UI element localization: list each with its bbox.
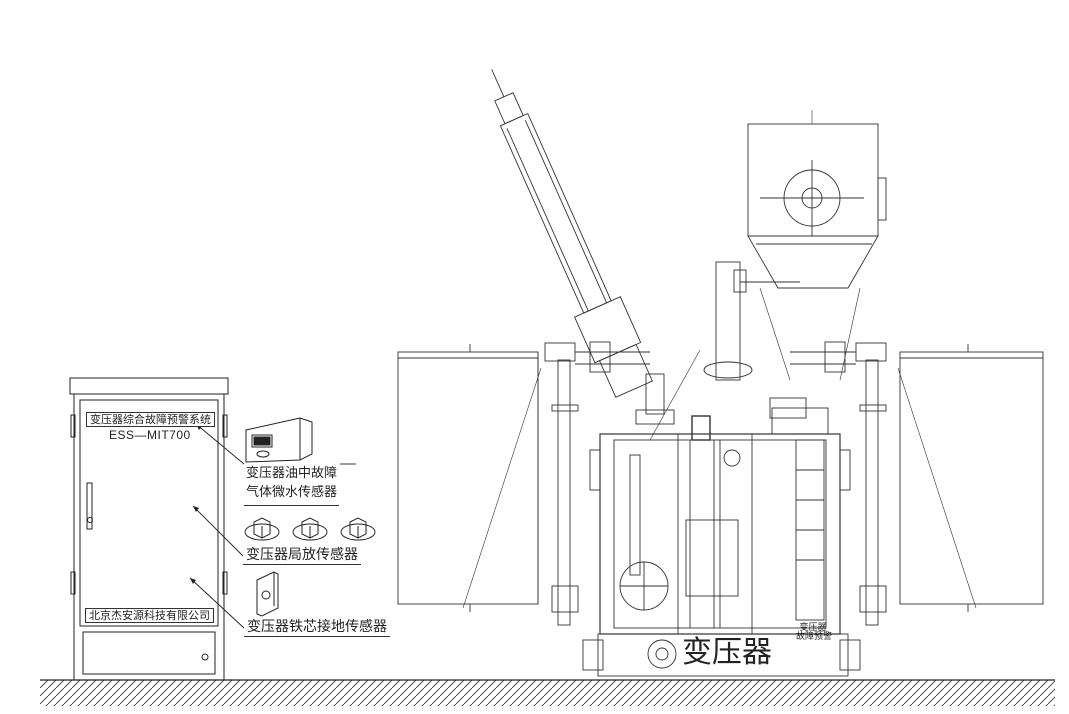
oil-gas-sensor-label-line1: 变压器油中故障 [246,466,338,481]
core-grounding-sensor-icon [256,571,279,617]
leader-arrowheads [190,424,202,584]
partial-discharge-sensor-label: 变压器局放传感器 [243,548,361,565]
nameplate-line1: 变压器 [799,623,827,633]
cabinet-company: 北京杰安源科技有限公司 [85,608,214,623]
partial-discharge-sensor-icon [244,517,376,541]
oil-gas-sensor-icon [245,417,313,463]
transformer-nameplate: 变压器 故障预警 [796,623,833,643]
cabinet-title: 变压器综合故障预警系统 [86,412,215,427]
core-grounding-sensor-label: 变压器铁芯接地传感器 [244,620,390,637]
cabinet-model: ESS—MIT700 [109,428,191,442]
ground [40,679,1055,706]
oil-gas-sensor-label-line2: 气体微水传感器 [246,484,338,500]
transformer-label: 变压器 [682,635,772,670]
monitoring-cabinet [69,377,229,681]
leader-lines [189,423,356,629]
oil-gas-sensor-label: 变压器油中故障 气体微水传感器 [244,465,340,506]
nameplate-line2: 故障预警 [796,632,833,643]
transformer [397,69,1044,677]
